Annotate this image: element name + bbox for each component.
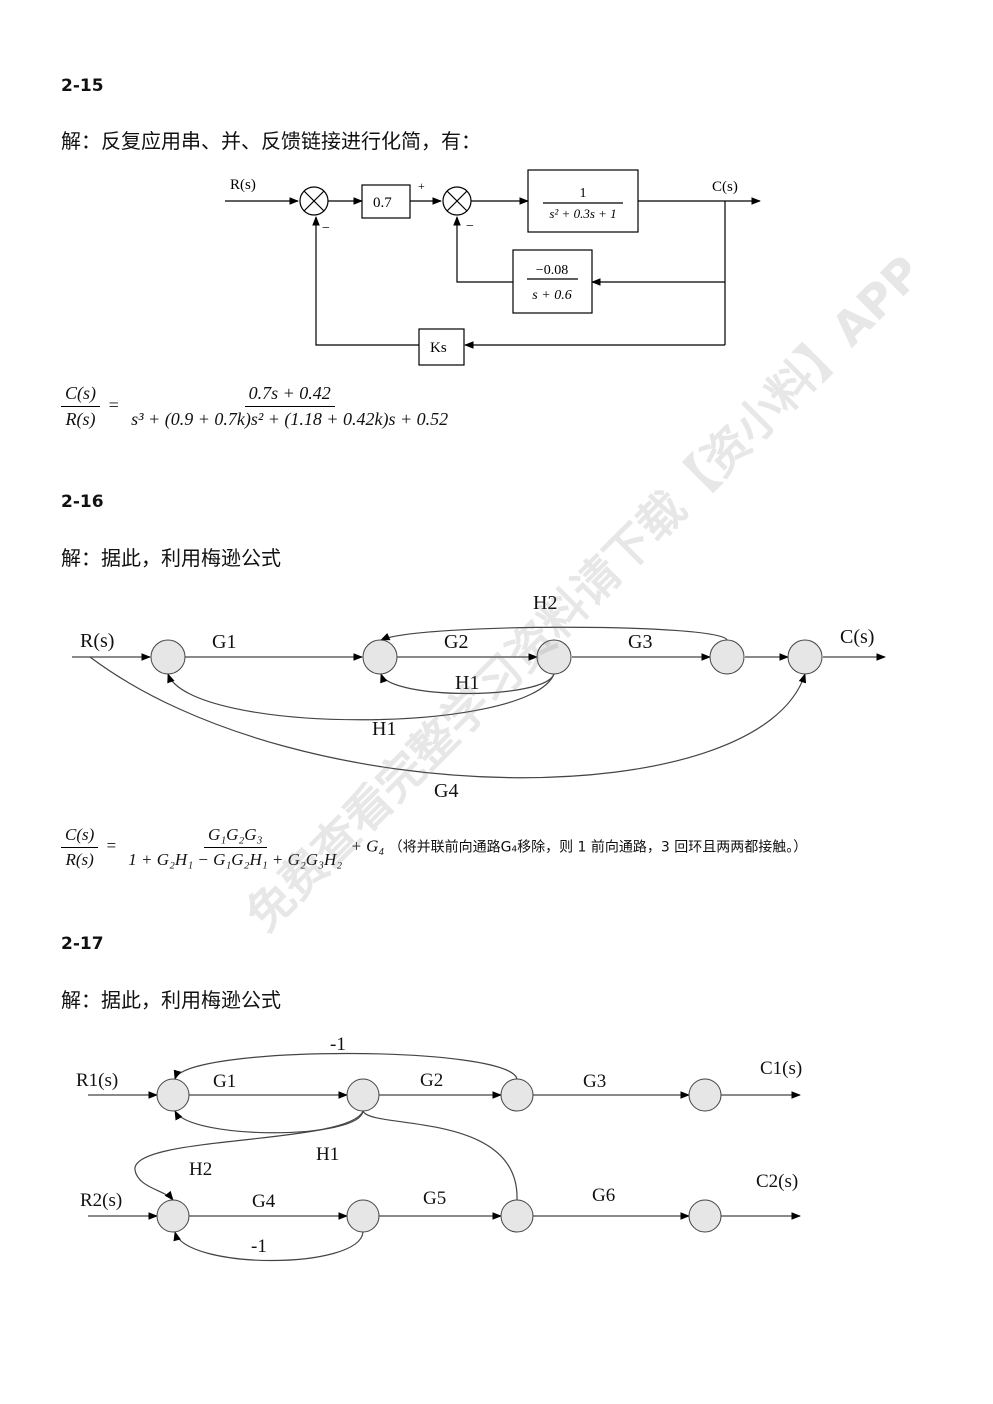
block-diagram-2-15: R(s) C(s) 0.7 + − − 1 s² + 0.3s + 1 −0.0… [225,169,761,366]
forward-transfer-block [527,169,639,233]
output-label-2: C2(s) [756,1171,798,1192]
node-top-4 [688,1078,722,1112]
branch-label-bottom-loop: -1 [251,1236,267,1257]
branch-label-G1: G1 [212,631,236,653]
equation-rhs: 0.7s + 0.42 s³ + (0.9 + 0.7k)s² + (1.18 … [131,383,449,429]
equation-plus-term: + G₄ [350,836,385,856]
node-5 [787,639,823,675]
branch-label-G2: G2 [420,1070,443,1091]
outer-feedback-block [418,328,465,366]
node-1 [150,639,186,675]
node-top-2 [346,1078,380,1112]
equation-note: （将并联前向通路G₄移除，则 1 前向通路，3 回环且两两都接触。） [388,839,808,856]
forward-numerator: 1 [580,186,587,201]
equation-2-15: C(s) R(s) = 0.7s + 0.42 s³ + (0.9 + 0.7k… [61,383,452,430]
node-top-1 [156,1078,190,1112]
branch-label-H2: H2 [533,592,557,614]
solution-text-2-16: 解：据此，利用梅逊公式 [61,546,281,570]
signal-flow-graph-2-16: R(s) C(s) G1 G2 G3 H2 H1 H1 G4 [72,592,886,802]
minus-sign-1: − [322,221,330,236]
signal-flow-graph-2-17: R1(s) C1(s) R2(s) C2(s) G1 G2 G3 -1 H1 H… [76,1034,802,1262]
node-2 [362,639,398,675]
plus-sign: + [418,179,425,193]
node-top-3 [500,1078,534,1112]
section-heading-2-15: 2-15 [61,76,104,96]
node-bottom-2 [346,1199,380,1233]
gain-value: 0.7 [373,195,392,211]
solution-text-2-17: 解：据此，利用梅逊公式 [61,988,281,1012]
branch-label-top-loop: -1 [330,1034,346,1055]
inner-feedback-block [512,249,593,314]
branch-label-G5: G5 [423,1188,446,1209]
output-label-1: C1(s) [760,1058,802,1079]
node-4 [709,639,745,675]
branch-label-G6: G6 [592,1185,615,1206]
solution-text-2-15: 解：反复应用串、并、反馈链接进行化简，有： [61,129,481,153]
feedback-numerator: −0.08 [536,263,568,278]
equation-lhs: C(s) R(s) [61,825,99,870]
outer-feedback-label: Ks [430,340,447,356]
forward-denominator: s² + 0.3s + 1 [549,206,616,221]
output-label: C(s) [712,179,738,195]
branch-label-H1: H1 [316,1144,339,1165]
section-heading-2-17: 2-17 [61,934,104,954]
input-label: R(s) [80,630,114,652]
input-label-1: R1(s) [76,1070,118,1091]
node-bottom-1 [156,1199,190,1233]
branch-label-G3: G3 [628,631,652,653]
node-bottom-4 [688,1199,722,1233]
branch-label-H1-outer: H1 [372,718,396,740]
node-bottom-3 [500,1199,534,1233]
branch-label-G3: G3 [583,1071,606,1092]
node-3 [536,639,572,675]
equation-lhs: C(s) R(s) [61,383,100,430]
equation-rhs: G₁G₂G₃ 1 + G₂H₁ − G₁G₂H₁ + G₂G₃H₂ [128,825,343,869]
input-label: R(s) [230,177,256,193]
minus-sign-2: − [466,219,474,234]
equation-2-16: C(s) R(s) = G₁G₂G₃ 1 + G₂H₁ − G₁G₂H₁ + G… [61,825,807,870]
input-label-2: R2(s) [80,1190,122,1211]
feedback-denominator: s + 0.6 [532,288,571,303]
section-heading-2-16: 2-16 [61,492,104,512]
branch-label-G1: G1 [213,1071,236,1092]
branch-label-G4: G4 [252,1191,276,1212]
branch-label-H1-inner: H1 [455,672,479,694]
branch-label-G2: G2 [444,631,468,653]
branch-label-H2: H2 [189,1159,212,1180]
branch-label-G4: G4 [434,780,458,802]
output-label: C(s) [840,626,874,648]
